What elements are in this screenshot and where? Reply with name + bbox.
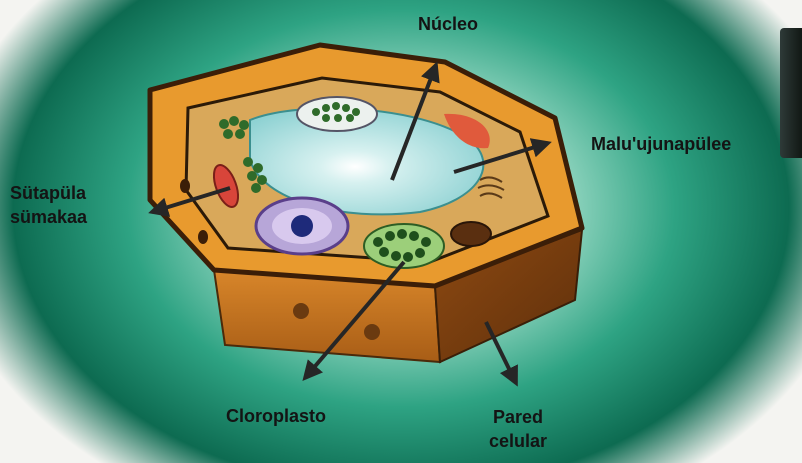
label-nucleo: Núcleo xyxy=(418,12,478,36)
nucleus-upper xyxy=(297,97,377,131)
label-cloroplasto: Cloroplasto xyxy=(226,404,326,428)
wall-pit xyxy=(198,230,208,244)
nucleolus xyxy=(291,215,313,237)
label-sutapula-line2: sümakaa xyxy=(10,205,87,229)
brown-organelle xyxy=(451,222,491,246)
label-malu: Malu'ujunapülee xyxy=(591,132,731,156)
label-sutapula-line1: Sütapüla xyxy=(10,181,87,205)
wall-pit xyxy=(180,179,190,193)
label-sutapula: Sütapüla sümakaa xyxy=(10,181,87,229)
wall-pit xyxy=(293,303,309,319)
label-pared-line2: celular xyxy=(489,429,547,453)
label-pared-line1: Pared xyxy=(489,405,547,429)
wall-pit xyxy=(364,324,380,340)
label-pared-celular: Pared celular xyxy=(489,405,547,453)
